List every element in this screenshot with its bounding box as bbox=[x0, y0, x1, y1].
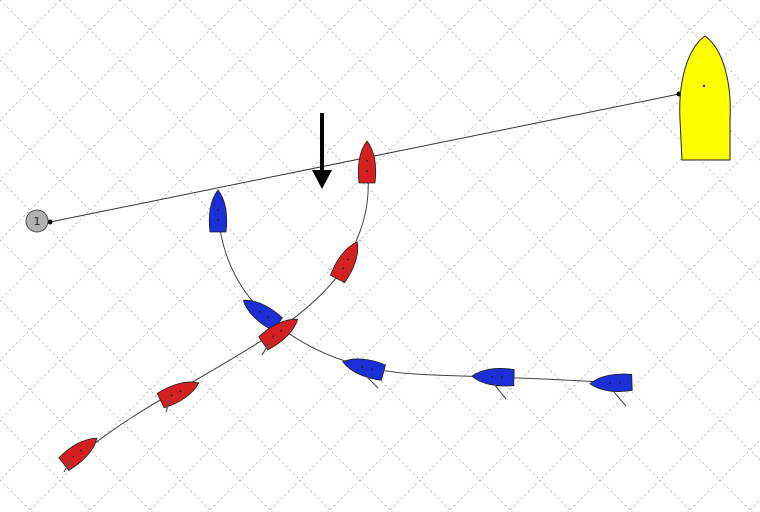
red-sailboat-icon bbox=[156, 374, 203, 413]
committee-boat-icon bbox=[679, 35, 731, 161]
blue-sailboat-icon bbox=[471, 366, 515, 400]
start-mark-buoy: 1 bbox=[25, 209, 49, 233]
blue-sailboat-icon bbox=[340, 352, 387, 389]
wind-direction-arrow-icon bbox=[312, 113, 332, 189]
red-sailboat-icon bbox=[257, 311, 304, 356]
start-line-end-mark bbox=[47, 219, 53, 225]
mark-label: 1 bbox=[34, 215, 41, 228]
red-sailboat-icon bbox=[57, 430, 103, 473]
blue-sailboat-icon bbox=[589, 373, 633, 407]
